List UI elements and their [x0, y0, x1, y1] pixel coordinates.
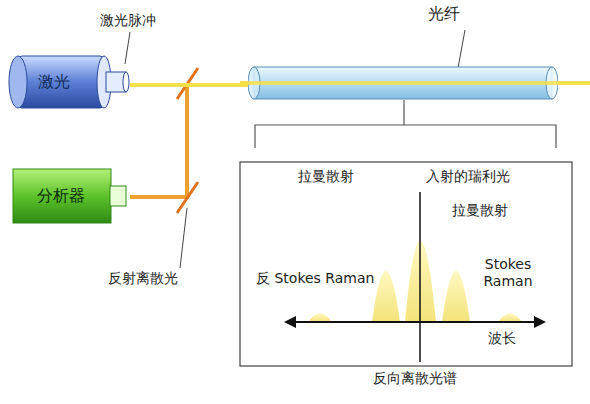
text-label: Stokes Raman: [478, 256, 538, 290]
peak: [498, 314, 522, 323]
mirror: [177, 182, 198, 213]
peak: [442, 271, 470, 322]
node-label: 分析器: [12, 186, 110, 207]
text-label: 拉曼散射: [452, 202, 508, 219]
bracket: [255, 125, 556, 148]
text-label: 反 Stokes Raman: [256, 270, 374, 287]
spectrum-panel: [240, 162, 572, 366]
text-label: 反向离散光谱: [373, 370, 457, 387]
fiber-label: 光纤: [428, 4, 460, 25]
node-label: 激光: [38, 72, 70, 93]
text-label: 波长: [488, 330, 516, 347]
center-line: [419, 192, 421, 362]
bracket: [403, 100, 404, 125]
leader-line: [458, 30, 465, 68]
leader-line: [125, 32, 130, 64]
analyzer-box: 分析器: [12, 168, 130, 224]
laser-source: 激光: [8, 54, 130, 110]
shape: [248, 66, 558, 100]
arrowhead: [534, 316, 546, 328]
axis: [290, 321, 540, 323]
arrowhead: [284, 316, 296, 328]
text-label: 激光脉冲: [100, 12, 156, 29]
laser-beam: [240, 81, 590, 85]
laser-beam: [130, 85, 248, 86]
text-label: 反射离散光: [108, 270, 178, 287]
optical-fiber: 光纤: [248, 66, 558, 100]
reflected-beam: [130, 85, 187, 197]
leader-line: [180, 208, 187, 268]
text-label: 拉曼散射: [298, 168, 354, 185]
peak: [372, 271, 400, 322]
text-label: 入射的瑞利光: [426, 168, 510, 185]
peak: [308, 314, 332, 323]
